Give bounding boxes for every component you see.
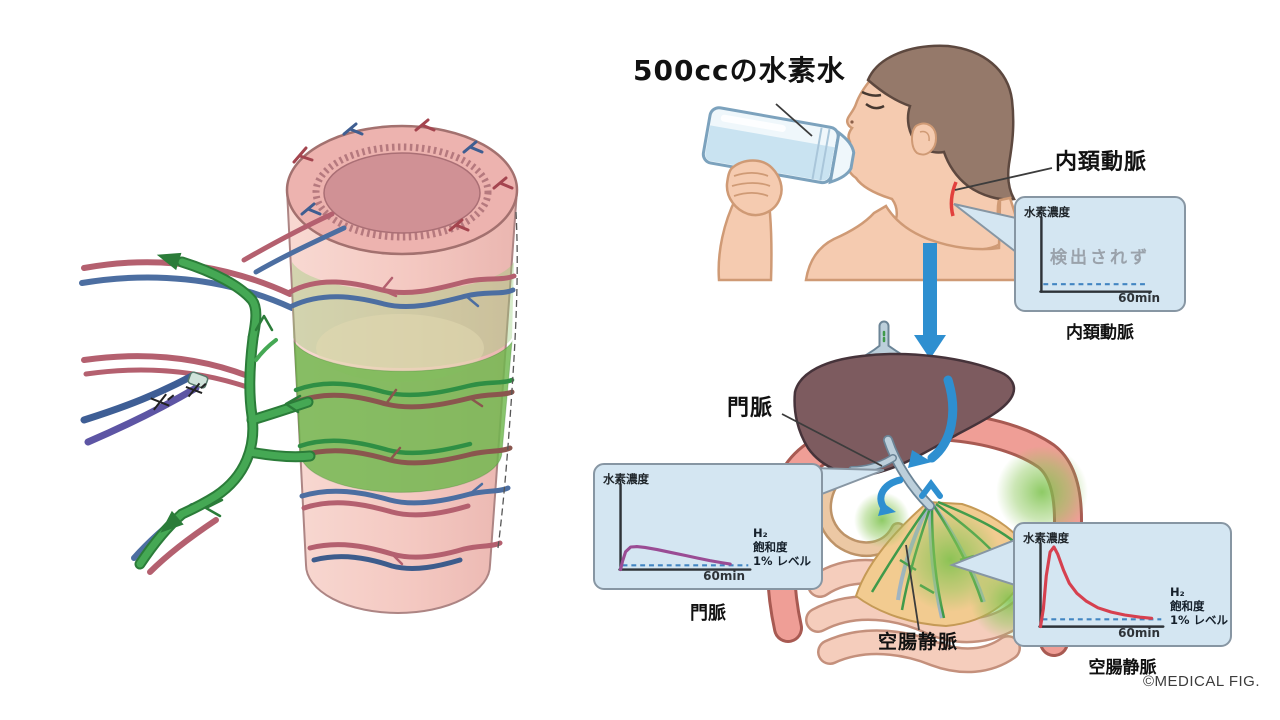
wrapping-vessels [287, 273, 517, 571]
portal-pointer-line [781, 413, 883, 467]
portal-chart-box: 水素濃度 H₂ 飽和度 1% レベル 60min [593, 463, 823, 590]
vessel-clamp [187, 371, 209, 389]
bottle-label: 500ccの水素水 [633, 54, 846, 87]
jejunal-chart-plot [1038, 542, 1165, 629]
hydrogen-glow-4 [898, 508, 1002, 612]
ear [911, 122, 938, 156]
water-bottle [701, 106, 856, 185]
jejunal-h2-saturation-annotation: H₂ 飽和度 1% レベル [1170, 585, 1229, 627]
annotation-line: 1% レベル [1170, 612, 1229, 627]
carotid-artery-label: 内頚動脈 [1055, 150, 1148, 175]
annotation-line: 1% レベル [753, 553, 812, 568]
villi-ring [312, 143, 492, 241]
annotation-line: 飽和度 [1170, 598, 1205, 613]
portal-chart-plot [618, 483, 752, 572]
credit-text: ©MEDICAL FIG. [1142, 673, 1260, 690]
rim-crossing-vessels [241, 211, 347, 275]
top-face-vessels [292, 118, 514, 232]
jejunal-chart-xlabel: 60min [1118, 626, 1160, 640]
water [705, 125, 835, 181]
carotid-chart-card: 水素濃度 検出されず 60min 内頚動脈 [1014, 196, 1186, 343]
saturation-band-main [293, 340, 513, 493]
bottle-pointer-line [775, 103, 813, 137]
hydrogen-absorption-diagram: 500ccの水素水 内頚動脈 門脈 空腸静脈 水素濃度 検出されず 60min … [593, 0, 1280, 720]
annotation-line: H₂ [1170, 585, 1185, 599]
not-detected-note: 検出されず [1050, 247, 1150, 268]
finger-lines [731, 172, 771, 197]
pointer-lines [775, 103, 1053, 631]
portal-chart-ylabel: 水素濃度 [603, 472, 649, 486]
hydrogen-glow-3 [854, 492, 910, 548]
carotid-pointer-line [954, 167, 1053, 191]
annotation-line: 飽和度 [753, 539, 788, 554]
jejunal-chart-ylabel: 水素濃度 [1023, 531, 1069, 545]
carotid-chart-caption: 内頚動脈 [1066, 323, 1134, 343]
carotid-chart-xlabel: 60min [1118, 291, 1160, 305]
lumen [323, 152, 481, 234]
nostril [850, 120, 854, 124]
jejunal-pointer-line [905, 544, 920, 631]
intestinal-wall-illustration [79, 118, 519, 614]
portal-chart-card: 水素濃度 H₂ 飽和度 1% レベル 60min 門脈 [593, 463, 823, 625]
portal-h2-saturation-annotation: H₂ 飽和度 1% レベル [753, 526, 812, 568]
hand [725, 159, 783, 217]
serosa-edge-line [497, 211, 518, 549]
flow-arrow-down [914, 243, 946, 359]
ear-inner-line [919, 130, 930, 142]
inner-lumen-back-wall [316, 314, 484, 382]
flow-arrowhead-top [156, 252, 182, 271]
eyebrow [861, 90, 882, 97]
carotid-chart-plot [1039, 216, 1153, 293]
closed-eye [865, 102, 885, 110]
intestine-cylinder [285, 124, 519, 614]
jejunal-chart-caption: 空腸静脈 [1088, 658, 1157, 678]
bottle-neck [828, 130, 856, 185]
man-drinking [701, 44, 1029, 282]
carotid-chart-ylabel: 水素濃度 [1024, 205, 1070, 219]
portal-chart-xlabel: 60min [703, 569, 745, 583]
mesenteric-vessel-bundle [79, 259, 295, 575]
hydrogen-vein-tree [134, 252, 316, 570]
portal-chart-caption: 門脈 [690, 603, 726, 624]
intestinal-wall-3d-figure [0, 0, 600, 720]
annotation-line: H₂ [753, 526, 768, 540]
flow-chevrons [204, 314, 302, 518]
hydrogen-glow-1 [996, 446, 1088, 538]
flow-arrowhead-bottom [160, 510, 184, 533]
vessel-twigs [380, 276, 484, 566]
carotid-artery-mark [949, 181, 958, 217]
portal-vein-label: 門脈 [727, 396, 774, 421]
liver [793, 352, 1016, 477]
carotid-chart-box: 水素濃度 検出されず 60min [1014, 196, 1186, 312]
jejunal-vein-label: 空腸静脈 [878, 631, 959, 653]
jejunal-chart-card: 水素濃度 H₂ 飽和度 1% レベル 60min 空腸静脈 [1013, 522, 1232, 678]
ligature-stitches [150, 382, 207, 411]
portal-flow-arrows [877, 375, 958, 516]
jejunal-chart-box: 水素濃度 H₂ 飽和度 1% レベル 60min [1013, 522, 1232, 647]
